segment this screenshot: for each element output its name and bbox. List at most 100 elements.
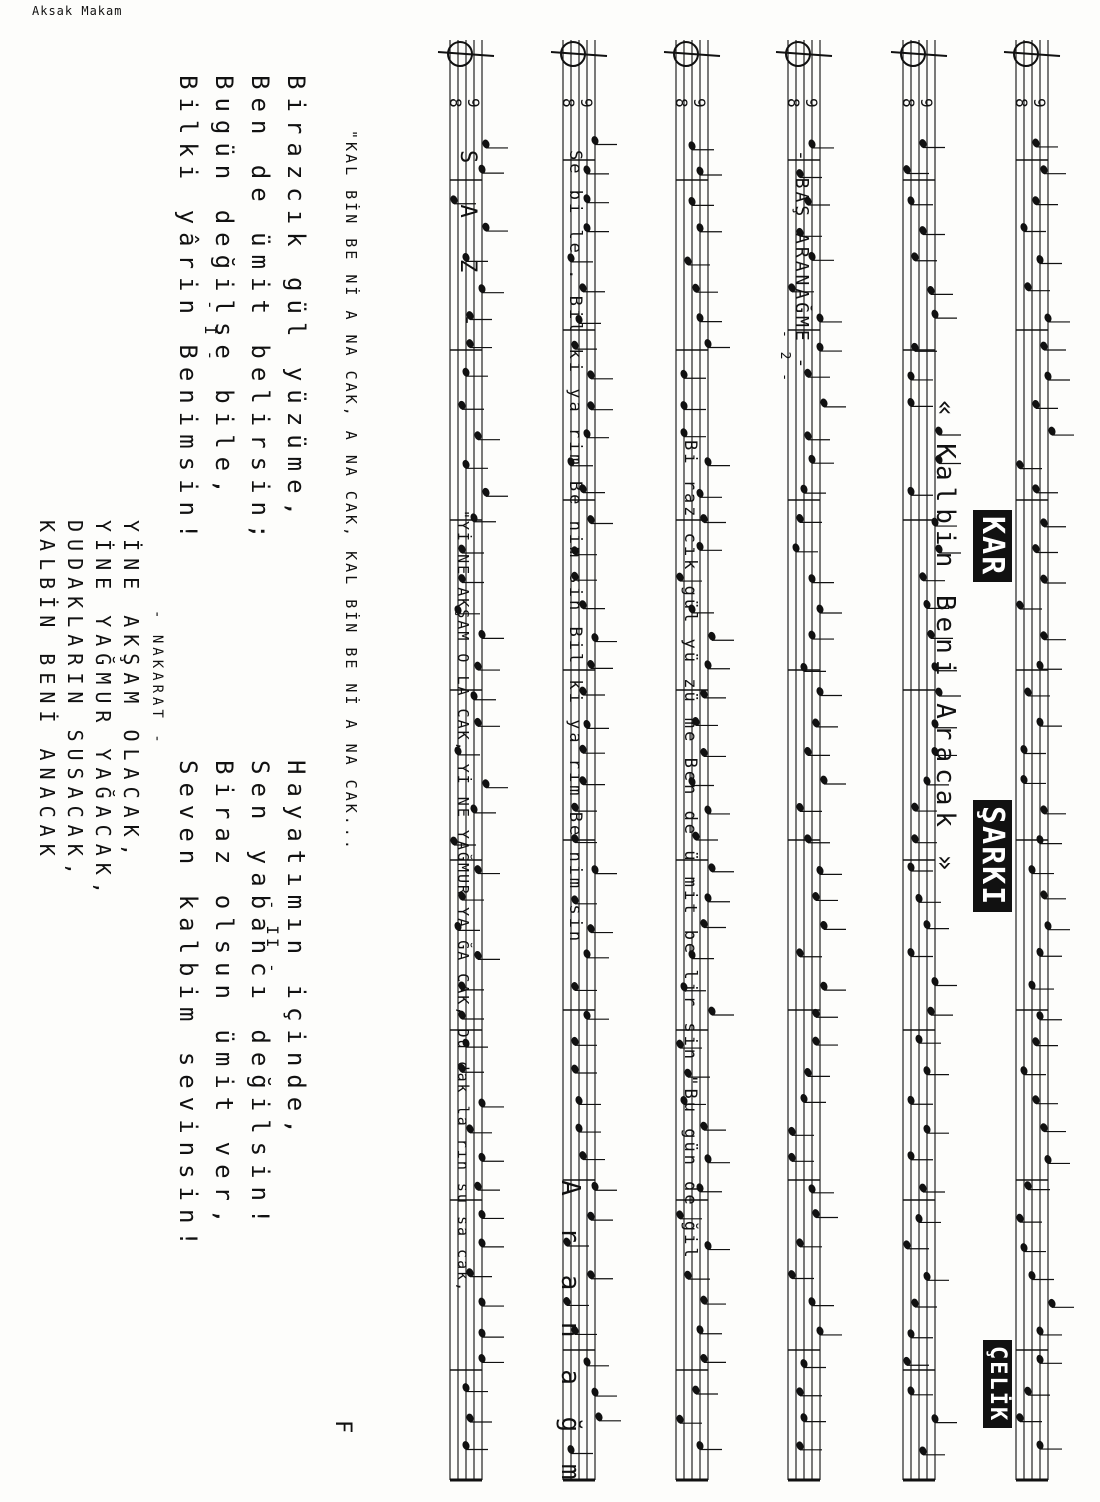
note-head <box>796 802 804 812</box>
note-head <box>931 309 939 319</box>
verse-one-line-3: Bugün değilse bile, <box>210 75 238 502</box>
note-head <box>474 950 482 960</box>
note-head <box>680 428 688 438</box>
note-head <box>696 488 704 498</box>
note-head <box>571 895 579 905</box>
note-head <box>1024 687 1032 697</box>
note-head <box>907 862 915 872</box>
clef-stem <box>663 51 721 57</box>
note-head <box>804 196 812 206</box>
note-head <box>812 718 820 728</box>
verse-one-block: Birazcık gül yüzüme, Ben de ümit belirsi… <box>174 75 310 595</box>
intro-label: - BAŞ ARANAĞME - <box>791 150 812 372</box>
note-head <box>911 1298 919 1308</box>
note-head <box>808 630 816 640</box>
time-sig-top: 9 <box>577 98 596 108</box>
note-head <box>812 892 820 901</box>
note-head <box>571 1036 579 1046</box>
note-head <box>820 775 828 785</box>
note-head <box>454 746 462 756</box>
note-head <box>470 513 478 523</box>
note-head <box>478 1152 486 1162</box>
note-head <box>1020 775 1028 784</box>
note-head <box>931 1414 939 1424</box>
note-head <box>462 1038 470 1048</box>
note-head <box>800 662 808 672</box>
verse-two-line-2: Sen yabancı değilsin! <box>246 760 274 1232</box>
verse-one-line-2: Ben de ümit belirsin; <box>246 75 274 547</box>
note-head <box>1040 574 1048 584</box>
note-head <box>923 1066 931 1076</box>
note-head <box>470 691 478 701</box>
note-head <box>696 313 704 323</box>
note-head <box>563 1297 571 1306</box>
note-head <box>816 313 824 323</box>
note-head <box>1020 1243 1028 1252</box>
note-head <box>800 484 808 494</box>
note-head <box>688 777 696 786</box>
note-head <box>583 1010 591 1020</box>
note-head <box>700 514 708 523</box>
note-head <box>1032 544 1040 553</box>
note-head <box>458 1063 466 1073</box>
note-head <box>919 572 927 582</box>
genre-stamp-kar: KAR <box>973 510 1012 583</box>
note-head <box>903 1356 911 1366</box>
verse-two-block: Hayatımın içinde, Sen yabancı değilsin! … <box>174 760 310 1280</box>
note-head <box>808 454 816 464</box>
note-head <box>462 252 470 262</box>
note-head <box>696 223 704 233</box>
note-head <box>571 546 579 556</box>
note-head <box>700 1121 708 1131</box>
note-head <box>907 196 915 206</box>
time-sig-top: 9 <box>917 98 936 108</box>
note-head <box>704 1241 712 1250</box>
note-head <box>708 1006 716 1016</box>
note-head <box>684 256 692 266</box>
chorus-line-1: YİNE AKŞAM OLACAK, <box>119 520 143 863</box>
note-head <box>700 1353 708 1363</box>
composer-stamp: ÇELİK <box>983 1340 1012 1429</box>
note-head <box>704 893 712 903</box>
note-head <box>1036 660 1044 670</box>
staff-lyric-line-1: Bi raz cık gül yü zü me Ben de ü mit be … <box>680 440 700 1261</box>
note-head <box>816 342 824 352</box>
note-head <box>676 1039 684 1049</box>
note-head <box>696 1325 704 1335</box>
note-head <box>1032 399 1040 409</box>
note-head <box>688 141 696 151</box>
note-head <box>923 776 931 786</box>
note-head <box>911 802 919 812</box>
chorus-line-3: DUDAKLARIN SUSACAK, <box>63 520 87 882</box>
note-head <box>571 802 579 812</box>
note-head <box>458 1010 466 1020</box>
note-head <box>1040 165 1048 175</box>
note-head <box>1032 196 1040 206</box>
note-head <box>919 1446 927 1456</box>
note-head <box>583 223 591 232</box>
note-head <box>808 1184 816 1194</box>
note-head <box>478 1098 486 1108</box>
note-head <box>478 1328 486 1338</box>
note-head <box>816 687 824 696</box>
note-head <box>587 924 595 933</box>
chorus-line-2: YİNE YAĞMUR YAĞACAK, <box>91 520 115 901</box>
note-head <box>1032 1095 1040 1105</box>
note-head <box>583 719 591 729</box>
note-head <box>696 166 704 176</box>
note-head <box>571 571 579 581</box>
note-head <box>708 863 716 873</box>
note-head <box>478 1210 486 1219</box>
time-sig-top: 9 <box>802 98 821 108</box>
note-head <box>563 1237 571 1247</box>
note-head <box>591 1181 599 1191</box>
note-head <box>591 633 599 642</box>
note-head <box>567 1445 575 1454</box>
time-sig-bottom: 8 <box>899 98 918 108</box>
note-head <box>478 1297 486 1307</box>
note-head <box>587 660 595 669</box>
note-head <box>796 1441 804 1451</box>
note-head <box>812 1209 820 1218</box>
note-head <box>796 948 804 958</box>
